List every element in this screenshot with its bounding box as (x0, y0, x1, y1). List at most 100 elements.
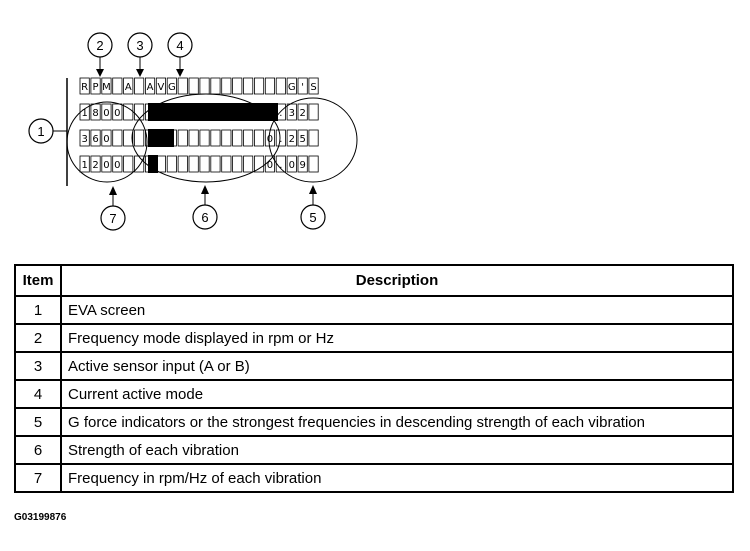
lcd-cell (90, 155, 101, 173)
lcd-cell (112, 155, 123, 173)
description-column-header: Description (60, 264, 734, 297)
callout-4: 4 (167, 32, 193, 77)
lcd-character: 1 (81, 108, 87, 119)
lcd-cell (134, 155, 145, 173)
lcd-character: 0 (114, 160, 120, 171)
lcd-character: P (93, 82, 99, 93)
lcd-character: A (147, 82, 154, 93)
lcd-cell (286, 129, 297, 147)
legend-row: 7 Frequency in rpm/Hz of each vibration (14, 463, 734, 493)
lcd-character: 0 (114, 108, 120, 119)
legend-item-description: Frequency in rpm/Hz of each vibration (60, 463, 734, 493)
legend-row: 1 EVA screen (14, 295, 734, 325)
lcd-character: . (279, 108, 282, 119)
lcd-cell (199, 129, 210, 147)
frequency-group-ellipse (66, 101, 148, 183)
callout-2: 2 (87, 32, 113, 77)
lcd-cell (308, 129, 319, 147)
callout-2-label: 2 (96, 38, 103, 53)
lcd-cell (232, 77, 243, 95)
lcd-cell (134, 103, 145, 121)
legend-item-description: Active sensor input (A or B) (60, 351, 734, 381)
callout-1: 1 (28, 118, 54, 144)
lcd-character: 5 (299, 134, 305, 145)
legend-item-description: Strength of each vibration (60, 435, 734, 465)
lcd-cell (166, 155, 177, 173)
lcd-character: 0 (267, 160, 273, 171)
lcd-cell (123, 155, 134, 173)
lcd-cell (253, 77, 265, 95)
lcd-character: A (125, 82, 132, 93)
lcd-character: 9 (299, 160, 305, 171)
lcd-character: 2 (299, 108, 305, 119)
lcd-character: M (102, 82, 111, 93)
lcd-character: 8 (92, 108, 98, 119)
lcd-cell (253, 129, 265, 147)
lcd-character: S (310, 82, 316, 93)
lcd-cell (199, 77, 210, 95)
item-column-header: Item (14, 264, 62, 297)
lcd-character: 6 (92, 134, 98, 145)
lcd-cell (101, 155, 112, 173)
legend-item-description: G force indicators or the strongest freq… (60, 407, 734, 437)
legend-item-number: 1 (14, 295, 62, 325)
strength-group-ellipse (131, 93, 281, 183)
lcd-character: 0 (289, 160, 295, 171)
lcd-cell (221, 77, 232, 95)
legend-row: 4 Current active mode (14, 379, 734, 409)
lcd-character: 3 (81, 134, 87, 145)
callout-6-label: 6 (201, 210, 208, 225)
lcd-character: . (279, 134, 282, 145)
legend-item-number: 7 (14, 463, 62, 493)
lcd-cell (90, 77, 101, 95)
lcd-cell (232, 129, 243, 147)
lcd-cell (210, 77, 221, 95)
lcd-cell (308, 77, 319, 95)
lcd-cell (210, 129, 221, 147)
lcd-cell (79, 77, 90, 95)
lcd-cell (199, 155, 210, 173)
callout-7-label: 7 (109, 211, 116, 226)
legend-row: 6 Strength of each vibration (14, 435, 734, 465)
lcd-character: ' (301, 82, 304, 93)
legend-item-number: 2 (14, 323, 62, 353)
legend-row: 3 Active sensor input (A or B) (14, 351, 734, 381)
callout-7: 7 (100, 186, 126, 231)
vibration-strength-bar (148, 103, 278, 121)
lcd-cell (112, 77, 123, 95)
lcd-cell (297, 129, 308, 147)
callout-3: 3 (127, 32, 153, 77)
lcd-character: 1 (81, 160, 87, 171)
lcd-cell (232, 155, 243, 173)
lcd-cell (177, 129, 188, 147)
lcd-cell (112, 129, 123, 147)
lcd-cell (243, 155, 254, 173)
lcd-cell (253, 155, 265, 173)
lcd-cell (155, 77, 167, 95)
lcd-cell (101, 103, 112, 121)
callout-5: 5 (300, 185, 326, 230)
lcd-cell (221, 129, 232, 147)
legend-header-row: Item Description (14, 264, 734, 297)
lcd-character: 0 (103, 160, 109, 171)
lcd-cell (79, 155, 90, 173)
lcd-cell (275, 77, 286, 95)
lcd-character: G (168, 82, 176, 93)
lcd-character: 3 (289, 108, 295, 119)
legend-item-number: 6 (14, 435, 62, 465)
legend-item-description: Current active mode (60, 379, 734, 409)
lcd-cell (297, 155, 308, 173)
lcd-character: . (279, 160, 282, 171)
figure-id: G03199876 (14, 512, 67, 523)
lcd-cell (123, 129, 134, 147)
lcd-cell (188, 129, 199, 147)
legend-item-description: EVA screen (60, 295, 734, 325)
legend-item-number: 3 (14, 351, 62, 381)
lcd-character: 0 (103, 108, 109, 119)
lcd-cell (297, 103, 308, 121)
lcd-cell (221, 155, 232, 173)
lcd-cell (243, 77, 254, 95)
lcd-cell (297, 77, 308, 95)
lcd-cell (286, 103, 297, 121)
